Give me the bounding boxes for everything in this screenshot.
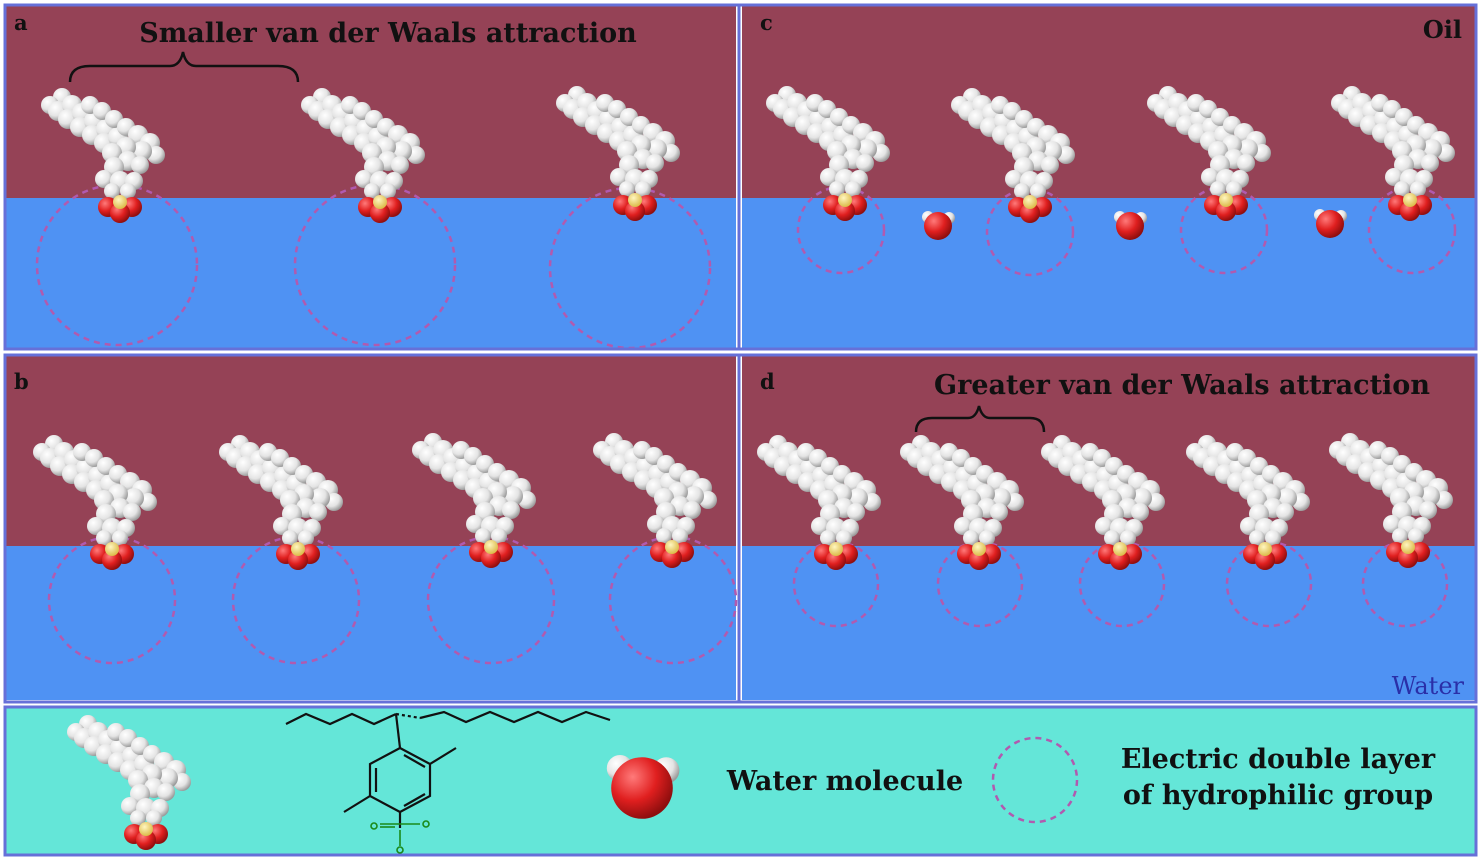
- panel-d: d Greater van der Waals attraction Water: [742, 356, 1475, 700]
- annotation-smaller-vdw: Smaller van der Waals attraction: [139, 18, 637, 49]
- dashed-circles: [47, 535, 738, 665]
- dashed-circles: [792, 540, 1449, 628]
- spacing-bracket: [68, 51, 300, 83]
- panel-letter: c: [760, 10, 773, 35]
- panel-c: c Oil: [742, 6, 1475, 348]
- legend-water-label: Water molecule: [726, 766, 963, 797]
- water-phase: [6, 198, 736, 348]
- annotation-greater-vdw: Greater van der Waals attraction: [934, 370, 1430, 401]
- legend: Water molecule Electric double layer of …: [3, 705, 1478, 857]
- oil-label: Oil: [1423, 15, 1462, 44]
- panel-b: b: [6, 356, 738, 700]
- panel-letter: d: [760, 369, 775, 394]
- legend-box: [3, 705, 1478, 857]
- skeletal-formula: [285, 710, 611, 828]
- panel-letter: a: [14, 10, 28, 35]
- water-phase: [742, 198, 1475, 348]
- panel-letter: b: [14, 369, 29, 394]
- legend-edl-line2: of hydrophilic group: [1123, 780, 1433, 811]
- legend-edl-circle: [991, 736, 1079, 824]
- spacing-bracket: [914, 405, 1046, 433]
- legend-edl-line1: Electric double layer: [1121, 744, 1436, 775]
- sulfonate-group: [370, 820, 430, 854]
- panel-a: a Smaller van der Waals attraction: [6, 6, 736, 350]
- water-label: Water: [1392, 672, 1465, 700]
- water-phase: [6, 546, 736, 700]
- panel-frames: [3, 3, 1478, 704]
